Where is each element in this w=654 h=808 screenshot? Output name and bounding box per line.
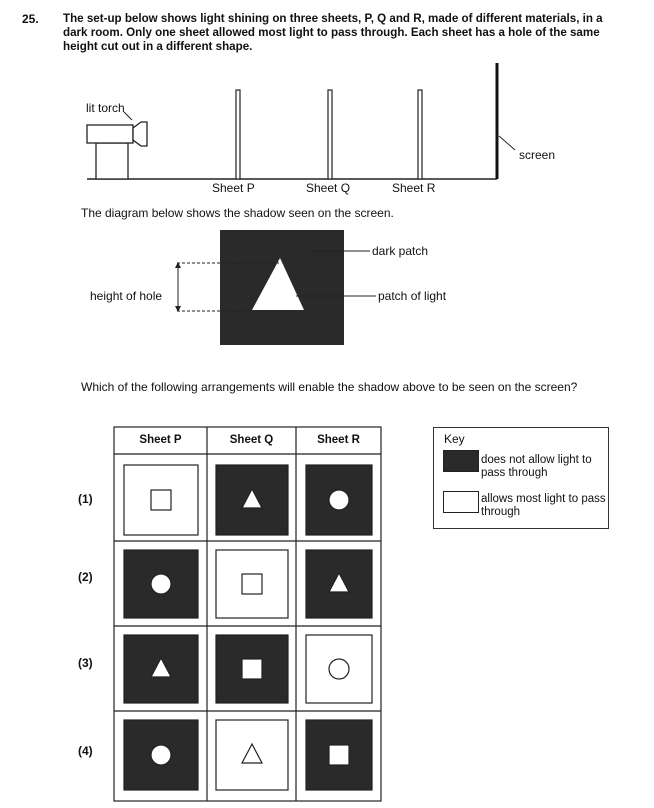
key-dark-text: does not allow light to pass through: [481, 454, 592, 479]
square-hole-3-2: [241, 658, 263, 680]
sheet-square-3-2: [215, 634, 289, 704]
table-outline: [113, 426, 382, 802]
key-dark-swatch: [443, 450, 479, 472]
header-sheet-r: Sheet R: [317, 434, 360, 446]
option-label-3[interactable]: (3): [78, 656, 93, 670]
torch-head: [132, 121, 148, 147]
sheet-p: [235, 89, 241, 180]
triangle-hole-1-2: [241, 487, 263, 509]
height-label: height of hole: [90, 289, 163, 303]
sheet-square-2-1: [123, 549, 199, 619]
option-label-1[interactable]: (1): [78, 492, 93, 506]
circle-hole-2-1: [150, 573, 172, 595]
option-label-2[interactable]: (2): [78, 570, 93, 584]
circle-hole-3-3: [328, 658, 350, 680]
question-intro: The set-up below shows light shining on …: [63, 12, 603, 53]
key-light-swatch: [443, 491, 479, 513]
sheet-r: [417, 89, 423, 180]
light-patch-label: patch of light: [378, 289, 447, 303]
option-label-4[interactable]: (4): [78, 744, 93, 758]
triangle-hole-4-2: [241, 742, 263, 764]
shadow-caption: The diagram below shows the shadow seen …: [81, 206, 394, 220]
question-number: 25.: [22, 12, 39, 26]
sheet-q: [327, 89, 333, 180]
key-box: Key does not allow light to pass through…: [433, 427, 609, 529]
sheet-square-4-1: [123, 719, 199, 791]
sheet-square-4-3: [305, 719, 373, 791]
square-hole-2-2: [241, 573, 263, 595]
sheet-p-label: Sheet P: [212, 181, 255, 195]
torch-stand: [95, 142, 129, 180]
key-light-text: allows most light to pass through: [481, 493, 606, 518]
cells-layer: [123, 464, 373, 791]
triangle-hole-2-3: [328, 571, 350, 593]
circle-hole-1-3: [328, 489, 350, 511]
screen-pointer: [498, 135, 516, 151]
triangle-hole-3-1: [150, 656, 172, 678]
sheet-square-2-3: [305, 549, 373, 619]
sheet-q-label: Sheet Q: [306, 181, 351, 195]
sheet-square-1-1: [123, 464, 199, 536]
sheet-square-1-2: [215, 464, 289, 536]
sheet-square-2-2: [215, 549, 289, 619]
header-sheet-q: Sheet Q: [229, 434, 274, 446]
arrow-up: [175, 262, 181, 268]
torch-body: [86, 124, 134, 144]
sheet-square-1-3: [305, 464, 373, 536]
header-sheet-p: Sheet P: [139, 434, 182, 446]
sheet-r-label: Sheet R: [392, 181, 436, 195]
dark-patch-label: dark patch: [372, 244, 429, 258]
arrow-down: [175, 306, 181, 312]
circle-hole-4-1: [150, 744, 172, 766]
shadow-diagram: [175, 230, 376, 345]
torch-pointer: [123, 111, 133, 121]
square-hole-1-1: [150, 489, 172, 511]
sheet-square-3-1: [123, 634, 199, 704]
key-title: Key: [444, 432, 465, 446]
square-hole-4-3: [328, 744, 350, 766]
shadow-light-triangle: [252, 258, 304, 310]
torch-label: lit torch: [86, 101, 125, 115]
setup-diagram: [86, 63, 516, 180]
options-prompt: Which of the following arrangements will…: [81, 380, 578, 394]
sheet-square-4-2: [215, 719, 289, 791]
screen-label: screen: [519, 148, 556, 162]
sheet-square-3-3: [305, 634, 373, 704]
